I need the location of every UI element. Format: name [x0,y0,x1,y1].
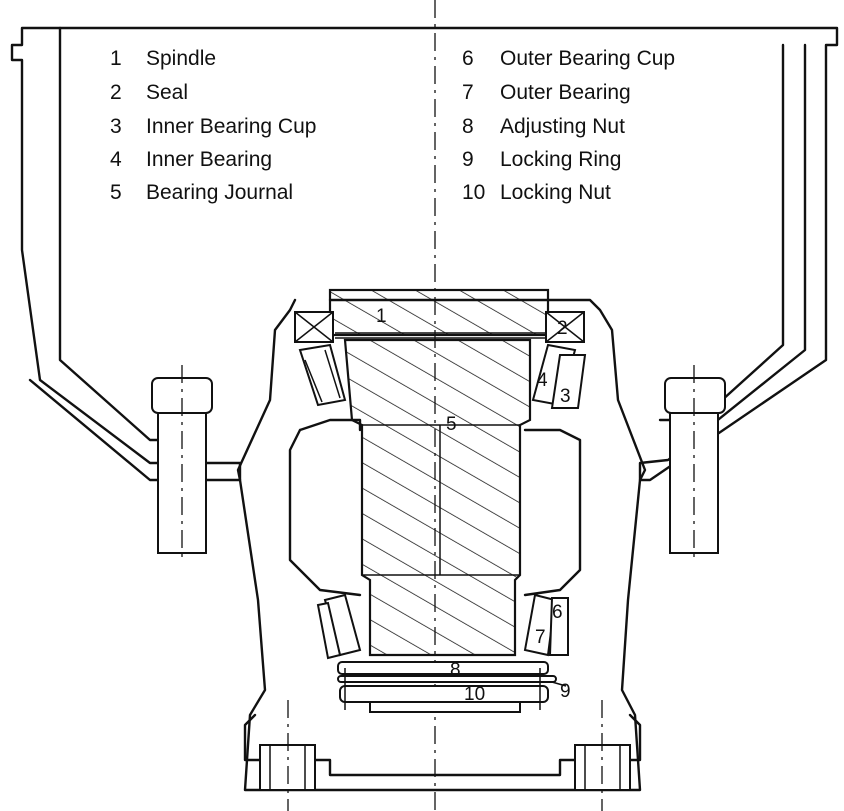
lower-left-outer-bearing [316,593,362,660]
legend-left-num-4: 4 [110,148,122,171]
legend-left-num-2: 2 [110,81,122,104]
spindle-top [328,288,550,337]
legend-right-num-6: 6 [462,47,474,70]
locking-nut [339,685,549,713]
legend-right-label-7: Outer Bearing [500,81,631,104]
right-seal [545,311,585,343]
legend-right-num-10: 10 [462,181,485,204]
legend-right-label-9: Locking Ring [500,148,621,171]
callouts: 1 2 3 4 5 6 7 8 9 10 [376,306,571,705]
legend-left-label-1: Spindle [146,47,216,70]
lower-right-outer-bearing [523,593,557,657]
callout-6: 6 [552,602,563,623]
locking-ring [337,675,567,687]
hub-housing [236,298,647,792]
legend-right-label-8: Adjusting Nut [500,115,625,138]
legend-left-num-5: 5 [110,181,122,204]
legend-left-num-1: 1 [110,47,122,70]
legend-left-label-2: Seal [146,81,188,104]
callout-9: 9 [560,681,571,702]
legend-right-num-9: 9 [462,148,474,171]
legend-left-label-5: Bearing Journal [146,181,293,204]
legend-left-label-4: Inner Bearing [146,148,272,171]
legend-left-num-3: 3 [110,115,122,138]
bottom-right-bolt [574,700,631,811]
inner-bearing-cup [550,354,587,409]
callout-3: 3 [560,386,571,407]
callout-7: 7 [535,627,546,648]
bottom-left-bolt [259,700,316,811]
housing-inner-wall-right [658,43,785,422]
callout-1: 1 [376,306,387,327]
callout-2: 2 [557,318,568,339]
legend-right-label-10: Locking Nut [500,181,611,204]
legend-left-label-3: Inner Bearing Cup [146,115,316,138]
callout-4: 4 [537,370,548,391]
legend-right-num-7: 7 [462,81,474,104]
callout-5: 5 [446,414,457,435]
bearing-journal [343,338,532,657]
outer-bearing-cup [548,597,569,656]
right-mounting-stud [664,365,726,560]
adjusting-nut [337,661,549,675]
legend-right-label-6: Outer Bearing Cup [500,47,675,70]
legend-left: 1 Spindle 2 Seal 3 Inner Bearing Cup 4 I… [110,47,316,204]
legend-right: 6 Outer Bearing Cup 7 Outer Bearing 8 Ad… [462,47,675,204]
left-seal [294,311,334,343]
hub-flange [243,713,642,777]
upper-left-inner-bearing [298,343,347,407]
callout-8: 8 [450,660,461,681]
callout-10: 10 [464,684,485,705]
legend-right-num-8: 8 [462,115,474,138]
left-mounting-stud [151,365,213,560]
